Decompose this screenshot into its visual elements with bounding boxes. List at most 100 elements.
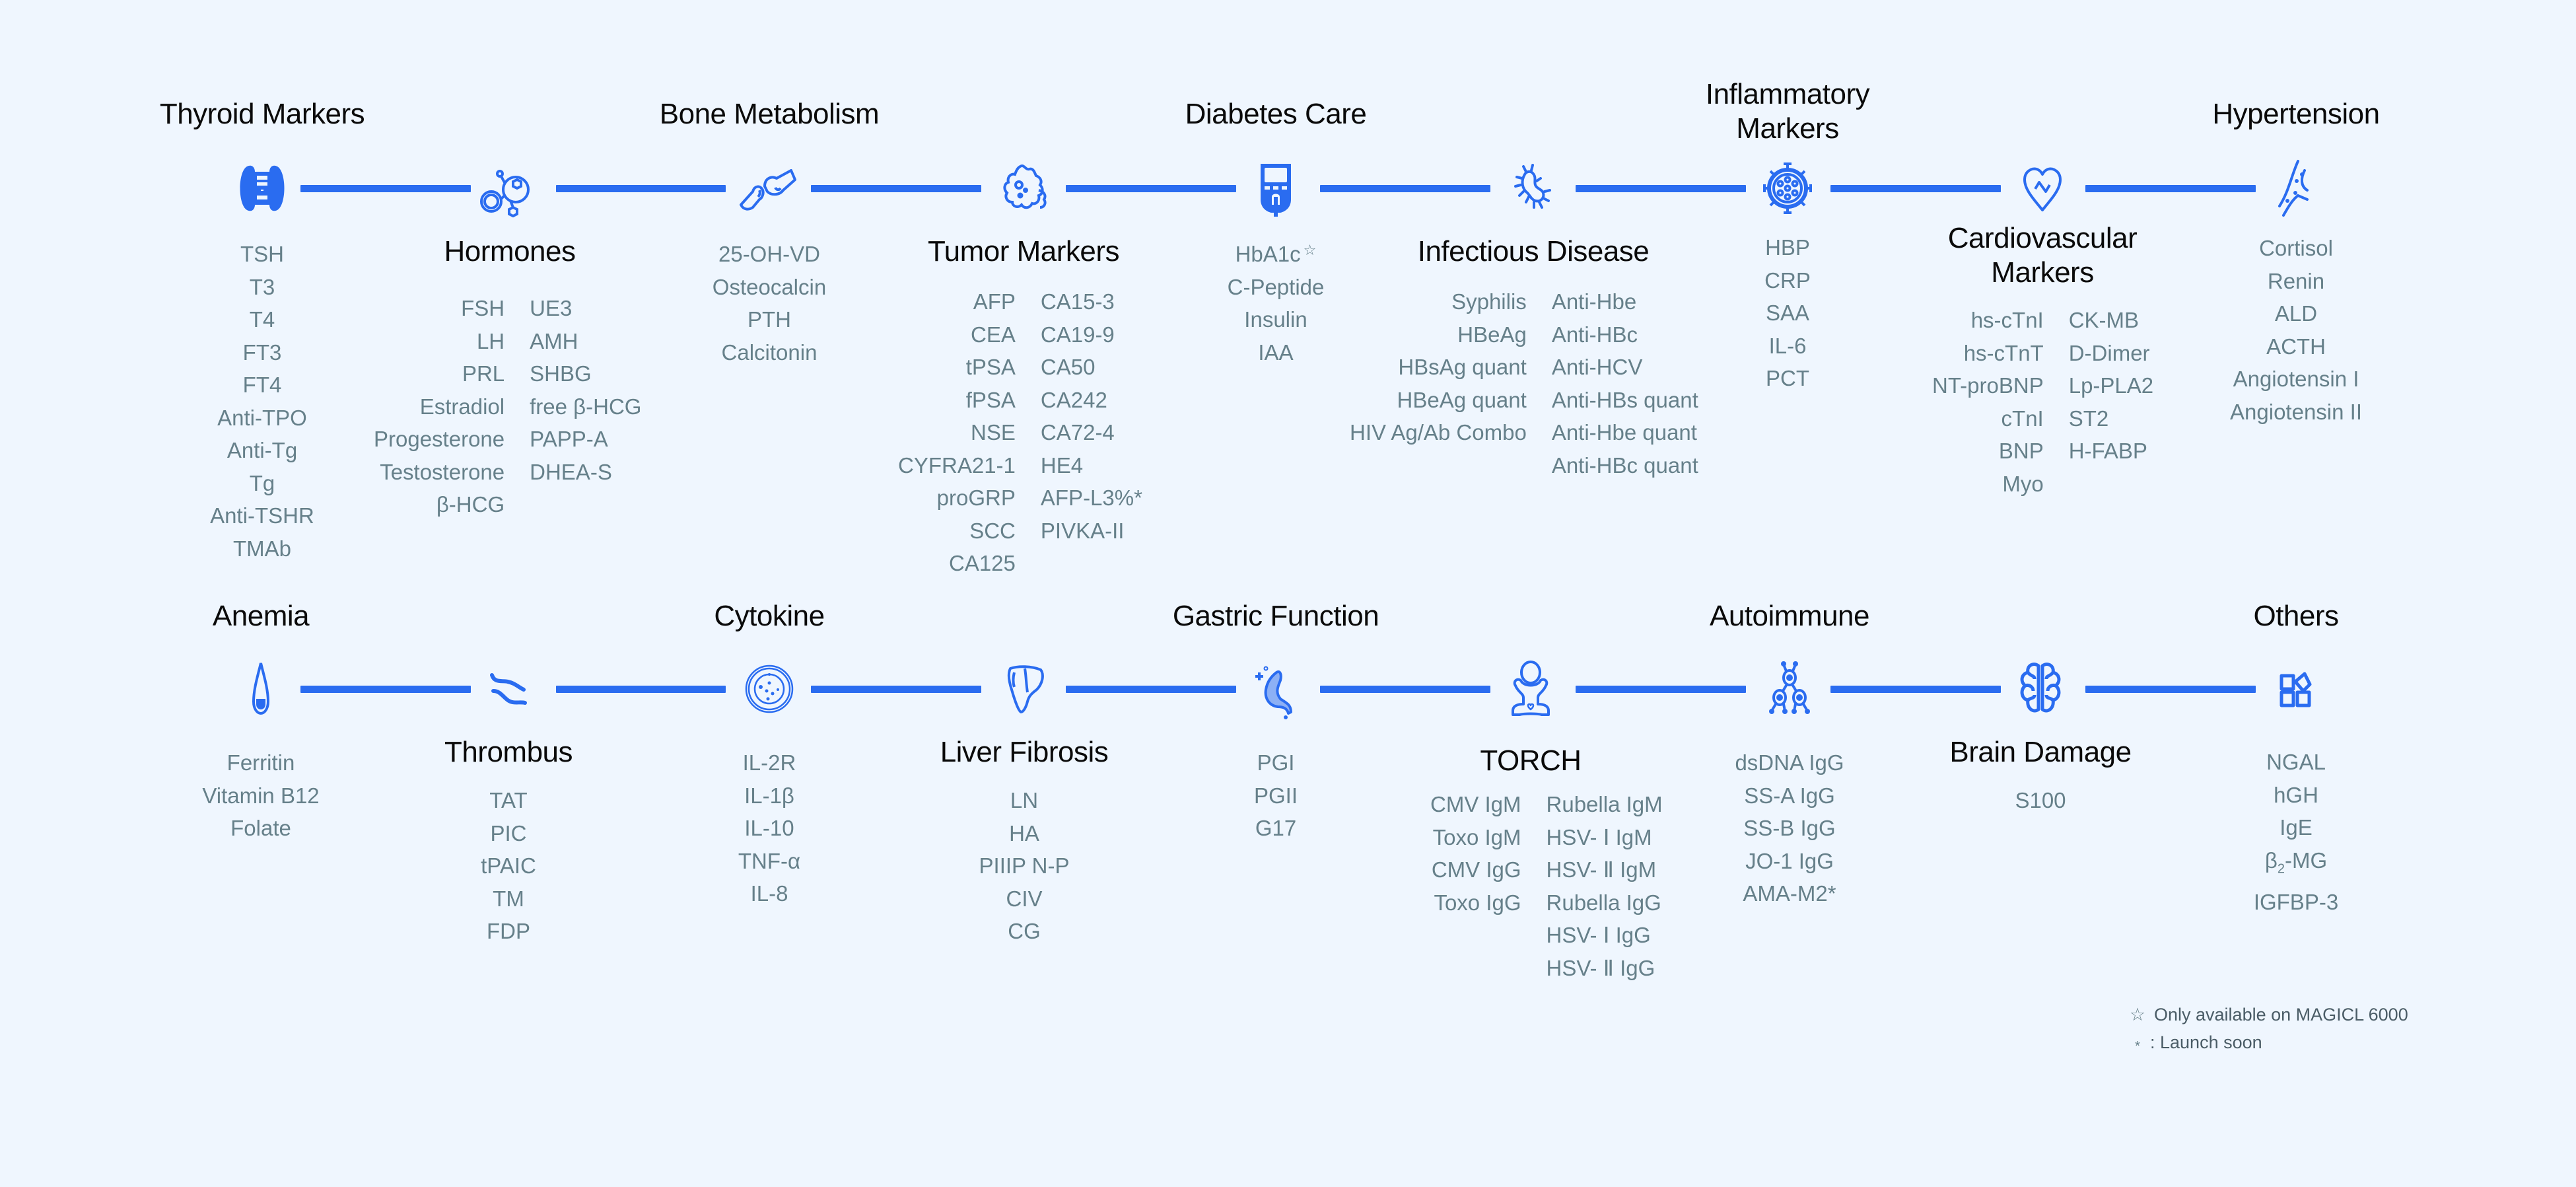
marker-list: FSH LH PRL Estradiol Progesterone Testos… xyxy=(374,292,641,521)
connector xyxy=(1830,185,2001,192)
marker-item: cTnI xyxy=(2001,406,2044,431)
marker-item: TNF-α xyxy=(738,848,801,873)
marker-item: G17 xyxy=(1255,816,1297,840)
marker-item: TSH xyxy=(240,242,284,266)
marker-list: TSH T3 T4 FT3 FT4 Anti-TPO Anti-Tg Tg An… xyxy=(130,238,394,565)
marker-item: CK-MB xyxy=(2068,308,2140,332)
category-title: Autoimmune xyxy=(1709,600,1870,632)
marker-item: free β-HCG xyxy=(530,394,642,419)
marker-item: HBeAg xyxy=(1457,322,1527,347)
marker-item: PRL xyxy=(462,361,505,386)
marker-item: PGI xyxy=(1257,750,1295,775)
marker-item: IAA xyxy=(1258,340,1294,365)
marker-list: 25-OH-VD Osteocalcin PTH Calcitonin xyxy=(637,238,901,369)
marker-item: hs-cTnT xyxy=(1963,340,2044,365)
legend-row-star: ☆ Only available on MAGICL 6000 xyxy=(2125,1001,2408,1028)
marker-item: CMV IgM xyxy=(1430,792,1521,816)
marker-item: FT3 xyxy=(242,340,282,365)
marker-item: CRP xyxy=(1764,268,1811,293)
marker-list: CMV IgM Toxo IgM CMV IgG Toxo IgG Rubell… xyxy=(1430,788,1663,984)
baby-icon xyxy=(1494,653,1567,725)
marker-item: TAT xyxy=(489,788,528,812)
connector xyxy=(2085,686,2256,693)
marker-item: hGH xyxy=(2274,782,2318,807)
connector xyxy=(1830,686,2001,693)
glucometer-icon xyxy=(1239,152,1312,225)
marker-item: JO-1 IgG xyxy=(1745,848,1834,873)
tumor-cell-icon xyxy=(987,152,1060,225)
marker-item: PGII xyxy=(1253,783,1298,808)
marker-item: Anti-HBs quant xyxy=(1551,387,1698,412)
marker-item: NGAL xyxy=(2266,750,2326,774)
marker-item: Toxo IgM xyxy=(1432,824,1521,849)
marker-column-left: FSH LH PRL Estradiol Progesterone Testos… xyxy=(374,292,505,521)
marker-column-left: AFP CEA tPSA fPSA NSE CYFRA21-1 proGRP S… xyxy=(898,285,1016,580)
marker-item: PCT xyxy=(1766,366,1809,390)
legend-asterisk-text: : Launch soon xyxy=(2150,1032,2262,1052)
marker-item: HE4 xyxy=(1040,452,1084,478)
category-title: Anemia xyxy=(212,600,310,632)
category-title: Bone Metabolism xyxy=(659,98,880,130)
marker-column-right: Anti-Hbe Anti-HBc Anti-HCV Anti-HBs quan… xyxy=(1552,285,1698,482)
blood-vessel-icon xyxy=(2260,152,2332,225)
marker-item: tPSA xyxy=(965,355,1016,379)
marker-item: Anti-HBc quant xyxy=(1551,452,1698,478)
marker-item: CMV IgG xyxy=(1431,857,1521,882)
marker-item: IL-1β xyxy=(744,783,794,808)
marker-item: UE3 xyxy=(530,296,573,320)
category-title: Hypertension xyxy=(2212,98,2380,130)
marker-item: Tg xyxy=(249,470,275,495)
marker-item: Anti-HCV xyxy=(1551,355,1643,379)
marker-item: PIC xyxy=(490,820,527,845)
marker-item: HSV- Ⅰ IgM xyxy=(1546,824,1652,849)
marker-item: T4 xyxy=(249,307,275,332)
category-title: TORCH xyxy=(1480,744,1582,777)
cell-icon xyxy=(733,653,806,725)
category-title: Infectious Disease xyxy=(1417,235,1650,268)
marker-list: hs-cTnI hs-cTnT NT-proBNP cTnI BNP Myo C… xyxy=(1932,304,2153,500)
marker-list: NGAL hGH IgE β2-MG IGFBP-3 xyxy=(2164,746,2428,918)
marker-list: Ferritin Vitamin B12 Folate xyxy=(129,746,393,845)
marker-item: BNP xyxy=(1998,439,2044,463)
marker-item: CA50 xyxy=(1040,355,1096,379)
marker-item: SS-A IgG xyxy=(1744,783,1835,808)
marker-list: Cortisol Renin ALD ACTH Angiotensin I An… xyxy=(2164,232,2428,428)
marker-item: Anti-Hbe quant xyxy=(1551,420,1697,445)
category-title: Cytokine xyxy=(714,600,825,632)
marker-item: PIVKA-II xyxy=(1040,518,1125,543)
marker-item: HA xyxy=(1009,820,1039,845)
marker-item: tPAIC xyxy=(481,853,536,878)
marker-item: NSE xyxy=(971,420,1016,445)
marker-item: AFP xyxy=(973,289,1016,314)
marker-list: dsDNA IgG SS-A IgG SS-B IgG JO-1 IgG AMA… xyxy=(1657,746,1922,910)
marker-item: IL-6 xyxy=(1768,333,1807,358)
marker-item: PTH xyxy=(748,307,791,332)
marker-item: Progesterone xyxy=(374,427,505,451)
marker-item: HBP xyxy=(1765,235,1810,260)
category-title: Tumor Markers xyxy=(927,235,1120,268)
marker-item: Angiotensin I xyxy=(2233,367,2359,391)
connector xyxy=(1320,185,1490,192)
marker-item: FDP xyxy=(487,919,530,943)
marker-item: CA242 xyxy=(1040,387,1107,412)
star-mark-icon: ☆ xyxy=(1303,242,1317,258)
marker-item: Anti-Hbe xyxy=(1551,289,1637,314)
marker-item: HbA1c☆ xyxy=(1144,238,1408,271)
marker-list: AFP CEA tPSA fPSA NSE CYFRA21-1 proGRP S… xyxy=(898,285,1142,580)
marker-item: Calcitonin xyxy=(721,340,818,365)
category-title: Diabetes Care xyxy=(1185,98,1367,130)
marker-item: T3 xyxy=(249,274,275,299)
marker-column-right: Rubella IgM HSV- Ⅰ IgM HSV- Ⅱ IgM Rubell… xyxy=(1547,788,1663,984)
marker-column-left: hs-cTnI hs-cTnT NT-proBNP cTnI BNP Myo xyxy=(1932,304,2044,500)
heart-pulse-icon xyxy=(2006,152,2079,225)
marker-item: HBeAg quant xyxy=(1397,387,1527,412)
stomach-icon xyxy=(1239,653,1312,725)
marker-item: CEA xyxy=(971,322,1016,347)
marker-item: ACTH xyxy=(2266,334,2326,359)
marker-item: ALD xyxy=(2274,301,2318,326)
marker-item: LH xyxy=(476,328,505,353)
thrombus-icon xyxy=(472,653,545,725)
connector xyxy=(1576,185,1746,192)
marker-item: Osteocalcin xyxy=(712,274,827,299)
category-title: Gastric Function xyxy=(1172,600,1379,632)
